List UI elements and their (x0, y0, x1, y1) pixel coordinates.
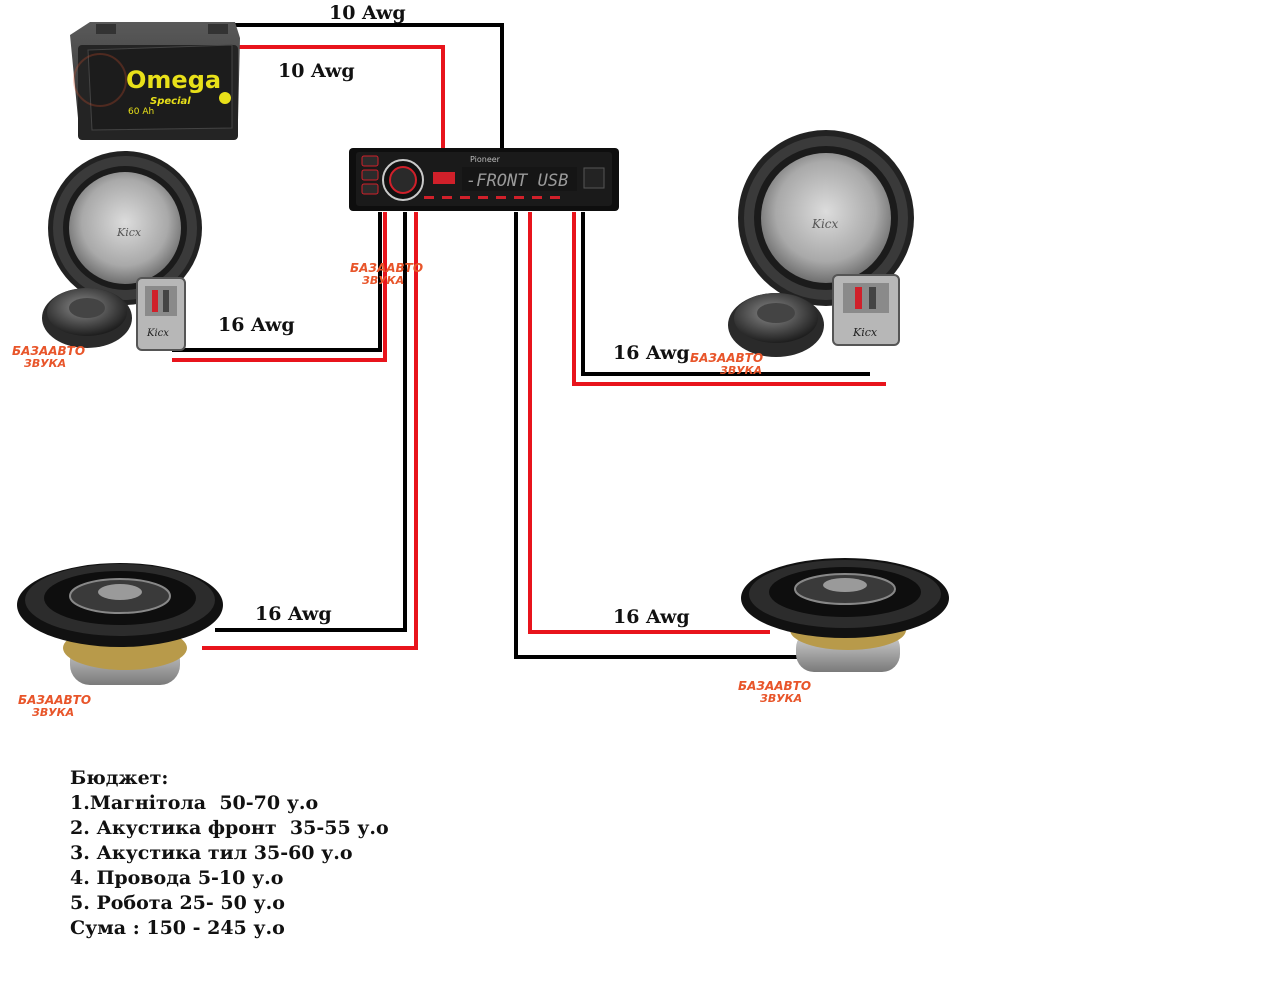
battery-line-logo: Special (150, 96, 191, 107)
front-left-woofer-brand: Kicx (116, 226, 142, 239)
head-unit: -FRONT USB Pioneer (349, 148, 619, 211)
battery: Omega Special 60 Ah (70, 22, 240, 140)
battery-brand-logo: Omega (126, 66, 221, 94)
rear-left-coaxial-speaker (17, 563, 223, 685)
front-left-component-speakers: Kicx Kicx (42, 151, 202, 351)
budget-item: 4. Провода 5-10 у.о (70, 867, 284, 889)
battery-ground-wire (230, 23, 504, 150)
head-unit-brand: Pioneer (470, 155, 501, 164)
svg-text:ЗВУКА: ЗВУКА (32, 706, 74, 719)
front-right-gauge-label: 16 Awg (613, 342, 690, 364)
svg-text:БАЗААВТО: БАЗААВТО (12, 344, 85, 358)
budget-block: Бюджет: 1.Магнітола 50-70 у.о 2. Акустик… (70, 766, 389, 941)
svg-text:ЗВУКА: ЗВУКА (720, 364, 762, 377)
watermark-logo: БАЗААВТО ЗВУКА (738, 679, 811, 705)
front-left-black-wire (172, 212, 382, 352)
front-left-red-wire (172, 212, 387, 362)
front-right-red-wire (572, 212, 886, 386)
svg-text:ЗВУКА: ЗВУКА (362, 274, 404, 287)
rear-left-gauge-label: 16 Awg (255, 603, 332, 625)
rear-left-red-wire (202, 212, 418, 650)
svg-text:БАЗААВТО: БАЗААВТО (350, 261, 423, 275)
rear-right-black-wire (514, 212, 800, 659)
watermark-logo: БАЗААВТО ЗВУКА (18, 693, 91, 719)
battery-capacity: 60 Ah (128, 107, 154, 117)
svg-text:Kicx: Kicx (146, 328, 169, 339)
budget-item: 2. Акустика фронт 35-55 у.о (70, 817, 389, 839)
svg-text:БАЗААВТО: БАЗААВТО (690, 351, 763, 365)
rear-right-gauge-label: 16 Awg (613, 606, 690, 628)
svg-text:БАЗААВТО: БАЗААВТО (738, 679, 811, 693)
svg-text:ЗВУКА: ЗВУКА (760, 692, 802, 705)
watermark-logos: БАЗААВТО ЗВУКА БАЗААВТО ЗВУКА БАЗААВТО З… (12, 261, 811, 719)
watermark-logo: БАЗААВТО ЗВУКА (350, 261, 423, 287)
head-unit-display: -FRONT USB (466, 171, 568, 191)
watermark-logo: БАЗААВТО ЗВУКА (690, 351, 763, 377)
watermark-logo: БАЗААВТО ЗВУКА (12, 344, 85, 370)
budget-total: Сума : 150 - 245 у.о (70, 917, 285, 939)
budget-title: Бюджет: (70, 767, 169, 789)
budget-item: 1.Магнітола 50-70 у.о (70, 792, 319, 814)
front-right-component-speakers: Kicx Kicx (728, 130, 914, 357)
front-right-black-wire (581, 212, 870, 376)
budget-item: 5. Робота 25- 50 у.о (70, 892, 285, 914)
budget-item: 3. Акустика тил 35-60 у.о (70, 842, 353, 864)
rear-right-coaxial-speaker (741, 558, 949, 672)
rear-left-black-wire (215, 212, 407, 632)
svg-text:ЗВУКА: ЗВУКА (24, 357, 66, 370)
front-left-gauge-label: 16 Awg (218, 314, 295, 336)
svg-text:БАЗААВТО: БАЗААВТО (18, 693, 91, 707)
battery-power-gauge-label: 10 Awg (278, 60, 355, 82)
rear-right-red-wire (528, 212, 770, 634)
battery-ground-gauge-label: 10 Awg (329, 2, 406, 24)
front-right-woofer-brand: Kicx (811, 217, 839, 231)
svg-text:Kicx: Kicx (852, 326, 878, 339)
wire-labels: 10 Awg 10 Awg 16 Awg 16 Awg 16 Awg 16 Aw… (218, 2, 690, 628)
